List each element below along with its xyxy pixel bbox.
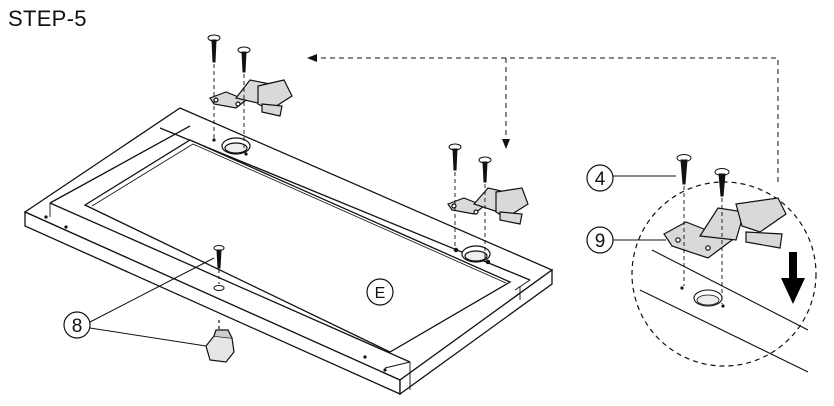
screw-icon xyxy=(676,154,730,197)
knob-screw-icon xyxy=(213,245,225,291)
callout-screw: 4 xyxy=(586,164,676,192)
callout-hinge: 9 xyxy=(586,226,666,254)
panel-screw-dots xyxy=(44,138,387,372)
hinge-cup-holes xyxy=(221,137,491,265)
callout-knob: 8 xyxy=(63,257,215,347)
screw-icon xyxy=(448,143,492,183)
callout-screw-label: 4 xyxy=(595,169,606,190)
step-title: STEP-5 xyxy=(8,6,87,31)
hinge-icon xyxy=(663,197,787,259)
panel-label-e: E xyxy=(366,278,394,306)
hinge1-guide-lines xyxy=(213,64,245,150)
dashed-leader-arrow-icon xyxy=(307,54,779,182)
panel-label-text: E xyxy=(375,285,386,302)
door-panel xyxy=(23,107,554,396)
hinge-icon xyxy=(209,79,293,117)
callout-hinge-label: 9 xyxy=(595,231,606,252)
detail-view xyxy=(631,154,817,373)
callout-knob-label: 8 xyxy=(72,316,83,337)
hinge2-guide-lines xyxy=(454,172,486,258)
down-arrow-icon xyxy=(781,252,805,304)
hinge-icon xyxy=(447,187,529,225)
knob-icon xyxy=(205,320,235,363)
screw-icon xyxy=(207,34,251,73)
